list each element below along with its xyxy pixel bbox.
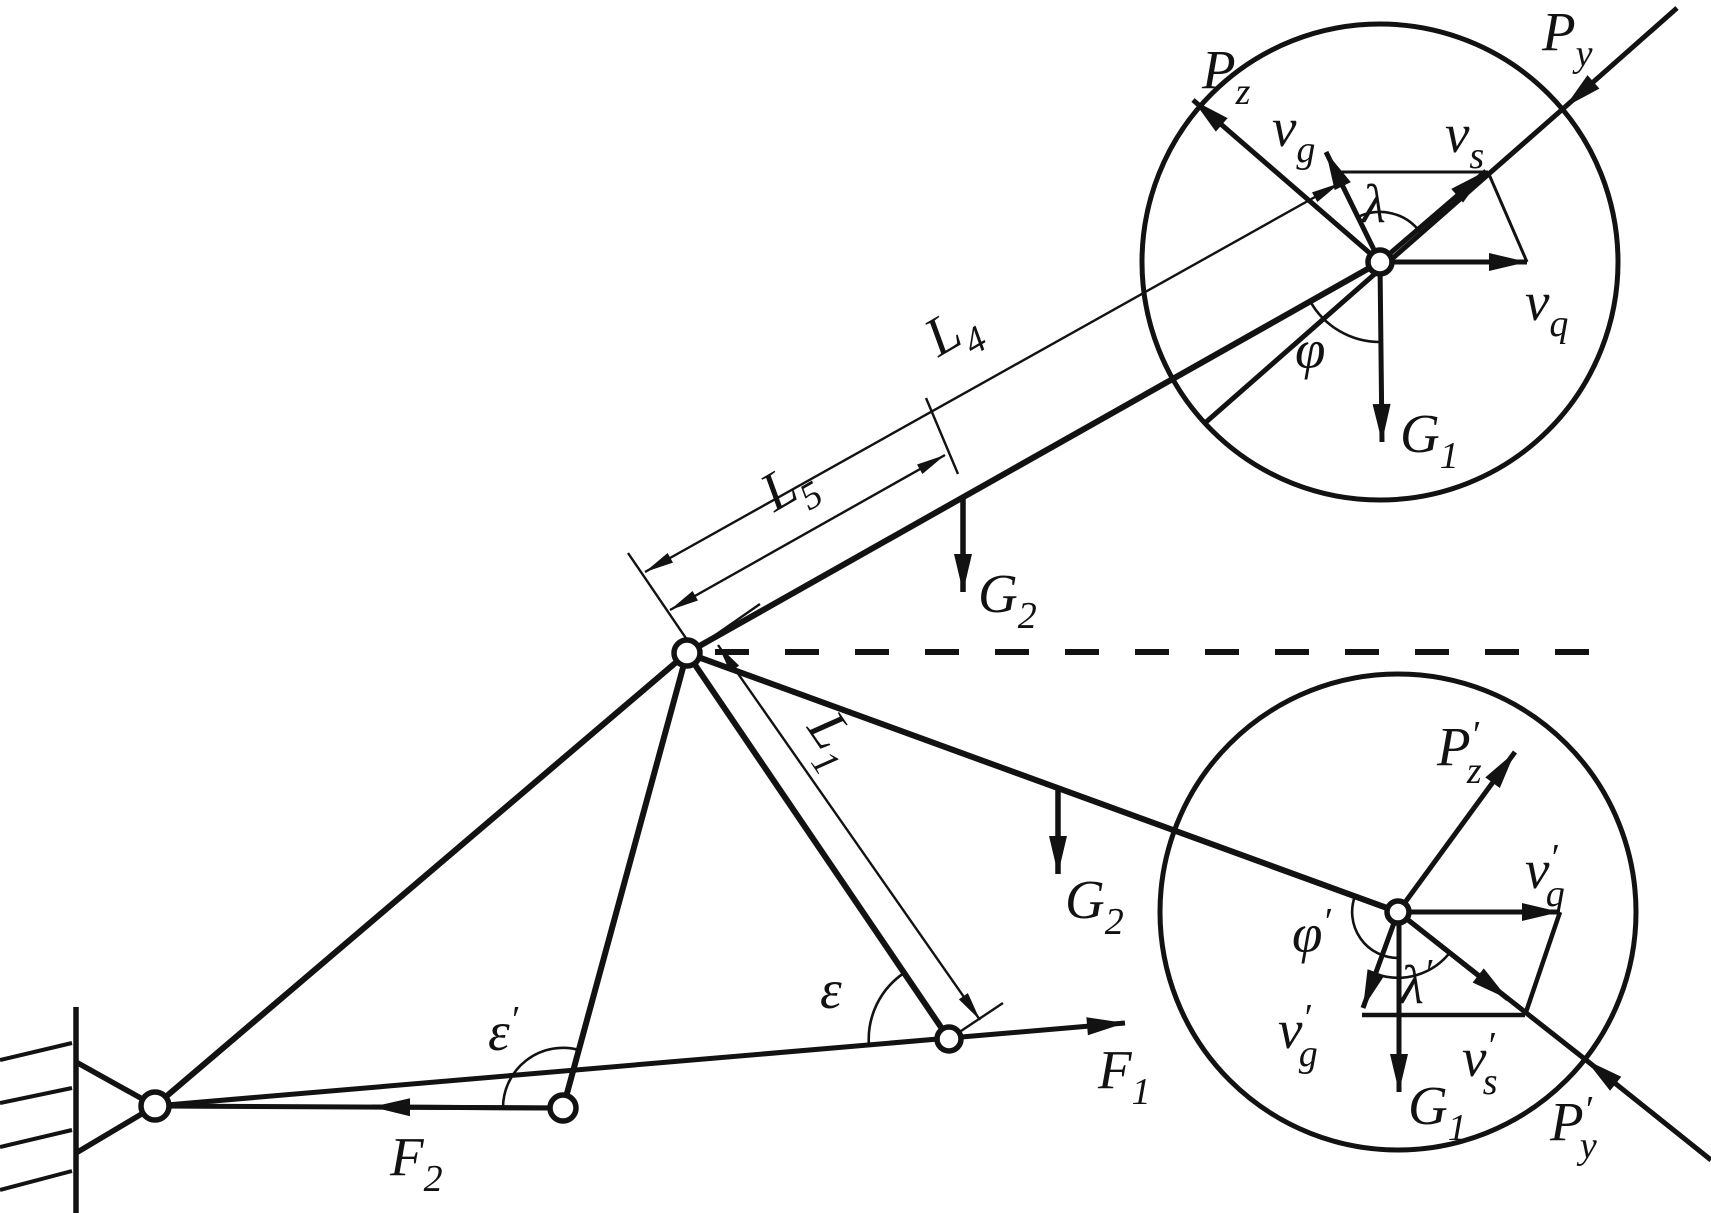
linkage bbox=[153, 259, 1400, 1117]
pz-force-arrow bbox=[1191, 98, 1382, 264]
top-hinge-joint bbox=[1365, 247, 1395, 277]
arm-L1 bbox=[684, 651, 952, 1041]
angle-arcs-lower bbox=[501, 971, 905, 1109]
link-pivot-to-elbow-joint bbox=[153, 650, 689, 1109]
label-phi: φ bbox=[1295, 319, 1325, 380]
epsilon-arc bbox=[867, 971, 905, 1047]
label-Pz: Pz bbox=[1201, 39, 1251, 113]
vg-velocity-arrow bbox=[1323, 150, 1383, 264]
pz-prime-force-arrow bbox=[1395, 750, 1518, 914]
parallelogram-top-right-side bbox=[1486, 171, 1529, 263]
vg-prime-velocity-arrow bbox=[1360, 911, 1401, 1009]
label-vs-prime: v′s bbox=[1462, 1025, 1498, 1103]
label-G1-top: G1 bbox=[1400, 403, 1459, 477]
label-lambda-prime: λ′ bbox=[1398, 952, 1433, 1015]
phi-prime-arc bbox=[1350, 895, 1399, 960]
vs-velocity-arrow bbox=[1378, 169, 1488, 264]
dim-L4 bbox=[644, 181, 1341, 574]
vs-prime-velocity-arrow bbox=[1396, 910, 1510, 1001]
label-vg: vg bbox=[1272, 97, 1315, 171]
elbow-joint bbox=[671, 637, 703, 669]
label-lambda: λ bbox=[1360, 173, 1386, 234]
f1-force-arrow bbox=[154, 1017, 1126, 1109]
py-line-outer bbox=[1563, 6, 1679, 109]
dimension-lines bbox=[627, 181, 1341, 1032]
label-phi-prime: φ′ bbox=[1292, 901, 1331, 964]
dim-tick-L5-end bbox=[924, 397, 960, 475]
ground-support bbox=[0, 1007, 157, 1213]
link-hinge2-to-elbow-joint bbox=[560, 652, 690, 1109]
pin-joints bbox=[138, 637, 964, 1124]
label-vg-prime: v′g bbox=[1278, 997, 1318, 1075]
wall-hatching bbox=[0, 1041, 73, 1192]
label-G2-lower: G2 bbox=[1065, 869, 1124, 943]
label-vq-prime: v′q bbox=[1525, 837, 1565, 915]
phi-arc bbox=[1308, 300, 1381, 344]
labels: Py Pz vg vs λ vq φ G1 G2 L4 L5 L1 G2 ε′ … bbox=[389, 1, 1597, 1200]
dim-tick-L1-top bbox=[700, 603, 761, 646]
label-L5: L5 bbox=[749, 445, 830, 534]
dim-tick-L1-bottom bbox=[960, 1002, 1004, 1032]
label-G1-bottom: G1 bbox=[1408, 1075, 1467, 1149]
lower-boom bbox=[685, 650, 1400, 915]
epsilon-prime-arc bbox=[501, 1046, 580, 1109]
lambda-arc bbox=[1357, 210, 1422, 233]
f2-force-arrow bbox=[371, 1098, 564, 1117]
py-prime-line-outer bbox=[1584, 1058, 1711, 1162]
label-epsilon-prime: ε′ bbox=[488, 999, 519, 1062]
label-vs: vs bbox=[1445, 103, 1484, 177]
top-detail-circle-outline bbox=[1139, 21, 1621, 503]
dim-L5 bbox=[669, 453, 946, 612]
parallelogram-bottom-right-side bbox=[1522, 911, 1563, 1016]
detail-circle-bottom bbox=[1157, 671, 1711, 1162]
bottom-hinge-joint bbox=[1384, 898, 1412, 926]
dim-L1 bbox=[717, 644, 981, 1021]
label-G2-upper: G2 bbox=[978, 563, 1037, 637]
pivot-joint bbox=[138, 1089, 172, 1123]
label-vq: vq bbox=[1525, 271, 1568, 345]
arm-end-joint bbox=[934, 1024, 964, 1054]
hinge2-joint bbox=[547, 1092, 579, 1124]
lambda-prime-arc bbox=[1375, 950, 1453, 979]
label-F2: F2 bbox=[389, 1126, 443, 1200]
label-Py-prime: P′y bbox=[1549, 1089, 1597, 1167]
label-L4: L4 bbox=[913, 290, 994, 379]
label-F1: F1 bbox=[1097, 1039, 1151, 1113]
label-epsilon: ε bbox=[820, 959, 842, 1020]
label-Pz-prime: P′z bbox=[1436, 714, 1482, 792]
label-L1: L1 bbox=[785, 699, 875, 782]
label-Py: Py bbox=[1541, 1, 1593, 75]
detail-circle-top bbox=[1139, 6, 1679, 503]
g1-top-weight-arrow bbox=[1372, 261, 1391, 443]
dim-tick-hinge-end bbox=[627, 552, 695, 651]
bottom-detail-circle-outline bbox=[1157, 671, 1639, 1153]
